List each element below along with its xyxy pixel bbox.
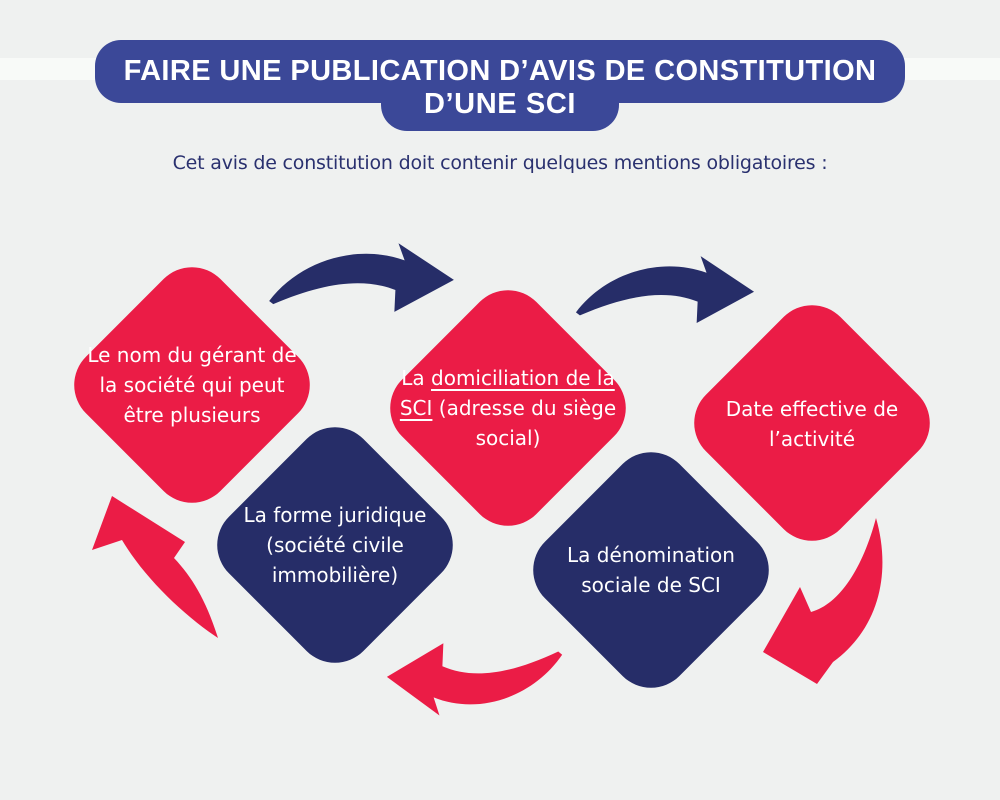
curved-arrow-right-icon [269, 243, 454, 312]
title-banner-main [95, 40, 905, 103]
page-title-line1: FAIRE UNE PUBLICATION D’AVIS DE CONSTITU… [123, 55, 877, 87]
curved-arrow-up-icon [92, 496, 218, 638]
label-forme: La forme juridique (société civile immob… [243, 503, 427, 587]
label-gerant: Le nom du gérant de la société qui peut … [87, 343, 297, 427]
label-domiciliation-suffix: (adresse du siège social) [432, 396, 617, 450]
label-denomination: La dénomination sociale de SCI [567, 543, 735, 597]
curved-arrow-left-icon [386, 643, 563, 716]
curved-arrow-right-icon [575, 256, 755, 323]
curved-arrow-down-left-icon [763, 518, 883, 684]
label-domiciliation-prefix: La [401, 366, 432, 390]
label-domiciliation-underlined: domiciliation de la SCI [399, 366, 615, 420]
label-domiciliation: La domiciliation de la SCI (adresse du s… [387, 363, 629, 453]
subtitle: Cet avis de constitution doit contenir q… [172, 152, 828, 174]
title-banner: FAIRE UNE PUBLICATION D’AVIS DE CONSTITU… [95, 40, 905, 131]
page-title-line2: D’UNE SCI [423, 88, 577, 120]
label-date: Date effective de l’activité [725, 397, 899, 451]
